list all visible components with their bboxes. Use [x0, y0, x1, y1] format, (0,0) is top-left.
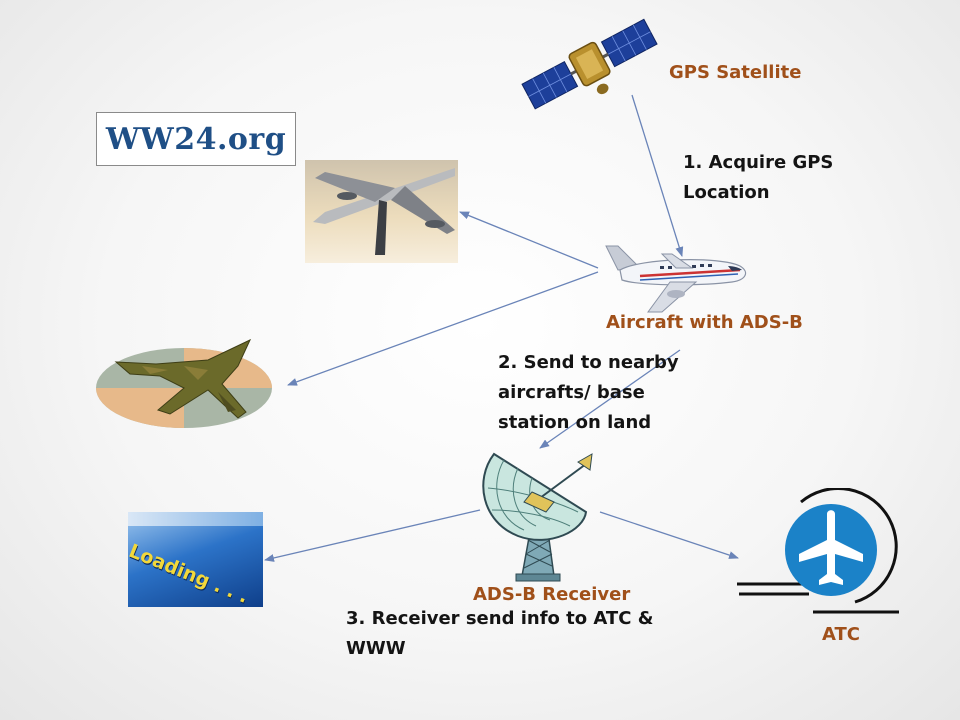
radar-dish-icon	[482, 452, 593, 582]
loading-text: Loading . . .	[128, 540, 252, 607]
browser-bar	[128, 512, 263, 526]
airliner-photo-icon	[305, 160, 458, 263]
arrow-receiver-to-www	[264, 509, 481, 562]
arrow-aircraft-to-jet	[287, 271, 599, 386]
airliner-icon	[605, 245, 747, 313]
satellite-label: GPS Satellite	[669, 62, 802, 83]
atc-label: ATC	[822, 624, 861, 645]
arrow-aircraft-to-receiver	[539, 349, 681, 449]
arrow-satellite-to-aircraft	[631, 94, 684, 257]
brand-logo-box: WW24.org	[96, 112, 296, 166]
receiver-label: ADS-B Receiver	[473, 584, 631, 605]
loading-screen-icon: Loading . . .	[128, 512, 263, 607]
step-1-text: 1. Acquire GPS Location	[683, 152, 834, 203]
step-2-text: 2. Send to nearby aircrafts/ base statio…	[498, 352, 679, 433]
airport-plane-icon	[737, 488, 899, 614]
brand-logo-text: WW24.org	[105, 121, 287, 157]
aircraft-label: Aircraft with ADS-B	[606, 312, 803, 333]
satellite-icon	[521, 18, 658, 110]
arrow-receiver-to-atc	[599, 511, 739, 559]
step-3-text: 3. Receiver send info to ATC & WWW	[346, 608, 654, 659]
camo-fighter-jet-icon	[96, 338, 272, 428]
arrow-aircraft-to-airliner	[459, 211, 599, 269]
